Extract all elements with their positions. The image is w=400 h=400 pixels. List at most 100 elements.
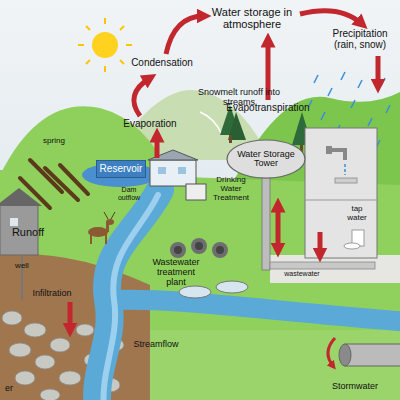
lower-grass [270,255,400,283]
dam-building [158,167,166,174]
runoff-arrows [20,178,50,208]
diagram-label: tap water [343,205,371,223]
treatment-tanks [179,286,211,298]
deer [106,219,114,225]
runoff-arrows [30,160,62,192]
treatment-tanks [174,246,182,254]
soil-and-rocks [9,343,31,357]
wastewater-pipe [270,262,375,269]
node-label: Reservoir [100,164,143,175]
treatment-tanks [195,242,203,250]
sun [86,26,90,30]
diagram-label: Snowmelt runoff into streams [198,88,280,108]
cycle-arrows [276,205,281,250]
deer [104,212,115,219]
treatment-tanks [191,238,207,254]
sun [126,44,132,46]
trees [229,135,232,143]
stormwater-pipe [345,344,400,366]
cycle-arrows [318,232,323,255]
house-building [305,128,377,258]
sun [120,26,124,30]
wastewater-pipe [270,262,375,269]
hills [0,90,400,330]
treatment-tanks [216,281,248,293]
cycle-arrows [376,56,381,86]
rain [341,72,345,80]
diagram-label: Stormwater [322,382,388,392]
rain [386,105,390,113]
rain [381,78,385,86]
rain [351,100,355,108]
sun [78,18,132,72]
river [115,300,400,322]
stormwater-pipe [328,338,400,366]
soil-and-rocks [35,355,55,369]
sun [86,60,90,64]
runoff-arrows [45,168,78,200]
house-building [305,200,377,201]
diagram-label: Precipitation (rain, snow) [324,28,396,50]
water-tower-stem [262,178,270,270]
soil-and-rocks [50,338,70,352]
soil-and-rocks [40,389,60,400]
deer [105,234,107,244]
diagram-label: spring [36,137,72,146]
sun [104,18,106,24]
diagram-label: Evaporation [118,118,182,129]
water-tower-stem [262,178,270,270]
rain [321,112,325,120]
diagram-label: Dam outflow [112,186,146,201]
cycle-arrows [134,78,150,116]
stormwater-pipe [328,338,335,366]
stormwater-pipe [339,344,351,366]
diagram-label: Infiltration [20,289,84,299]
rain [314,75,318,83]
soil-and-rocks [59,371,81,385]
cycle-arrows [166,16,204,54]
node-label: Water Storage Tower [235,150,297,169]
sun [78,18,132,72]
diagram-label: well [10,262,34,271]
diagram-label: Runoff [6,226,50,238]
diagram-label: er [1,384,17,394]
treatment-building [186,184,206,200]
sun [120,60,124,64]
runoff-arrows [20,160,88,208]
river [103,195,158,400]
diagram-label: wastewater [276,270,328,278]
house-building [335,178,357,183]
diagram-label: Wastewater treatment plant [146,258,206,288]
soil-and-rocks [0,254,150,400]
dam-building [150,160,196,186]
cycle-arrows [300,11,362,24]
treatment-tanks [216,246,224,254]
river [97,190,400,400]
rain [358,80,362,88]
sun [78,44,84,46]
left-house [10,218,18,226]
rain [328,88,332,96]
sun [92,32,118,58]
soil-and-rocks [24,323,46,337]
tank-outline [227,140,305,178]
house-building [330,150,345,160]
hills [200,112,222,135]
left-house [0,188,42,300]
diagram-label: Drinking Water Treatment [206,176,256,202]
sun [104,66,106,72]
diagram-label: Streamflow [124,340,188,350]
cycle-arrows [70,11,378,330]
house-building [344,243,360,249]
diagram-label: Condensation [126,57,198,68]
treatment-tanks [212,242,228,258]
deer [90,234,92,244]
runoff-arrows [60,165,88,194]
rain [368,118,372,126]
reservoir-box: Reservoir [96,160,146,178]
dam-building [178,167,186,174]
